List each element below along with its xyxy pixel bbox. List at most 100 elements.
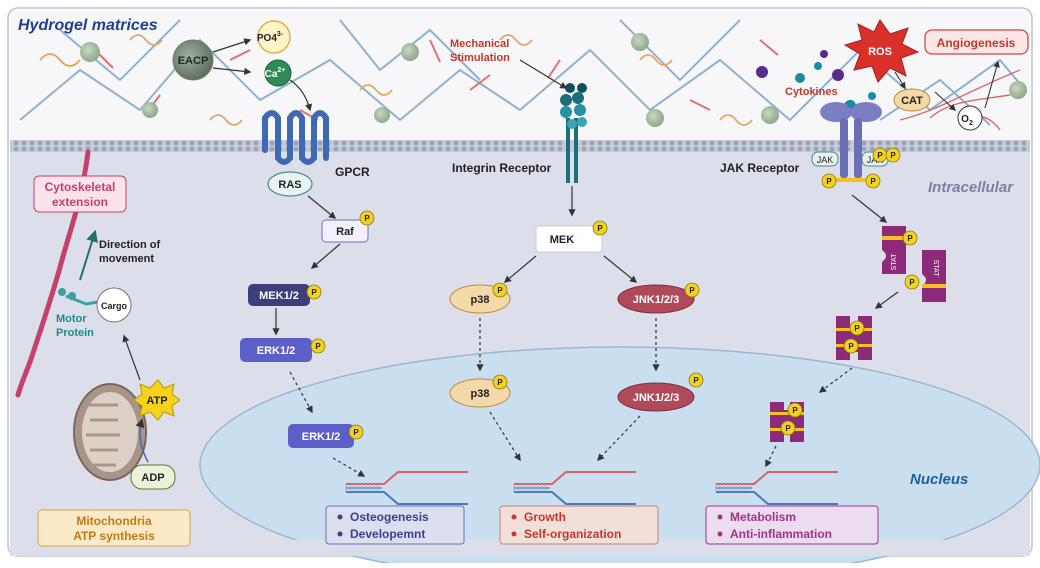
svg-text:Growth: Growth (524, 510, 566, 524)
svg-text:STAT: STAT (932, 260, 939, 278)
angiogenesis-box: Angiogenesis (924, 29, 1029, 55)
svg-text:P: P (311, 288, 317, 297)
phospho-icon: P (592, 220, 608, 236)
svg-text:P: P (826, 177, 832, 186)
mek-node: MEK (535, 225, 603, 253)
oxygen-molecule: O2 (957, 105, 983, 131)
dna-strand (715, 471, 838, 505)
cargo-icon: Cargo (96, 287, 132, 323)
hydrogel-title: Hydrogel matrices (18, 17, 158, 34)
phospho-icon: P (904, 274, 920, 290)
outcome-box-erk: Osteogenesis Developemnt (325, 505, 465, 545)
jak-receptor (820, 100, 882, 178)
svg-text:Osteogenesis: Osteogenesis (350, 510, 429, 524)
dna-strand (513, 471, 636, 505)
svg-text:Developemnt: Developemnt (350, 527, 425, 541)
svg-text:ERK1/2: ERK1/2 (257, 345, 296, 357)
svg-text:STAT: STAT (891, 253, 898, 271)
phospho-icon: P (492, 282, 508, 298)
svg-text:P: P (353, 428, 359, 437)
adp-badge: ADP (130, 464, 176, 490)
mek12-node: MEK1/2 (248, 284, 310, 306)
svg-text:P: P (792, 406, 798, 415)
svg-text:P: P (877, 151, 883, 160)
phospho-icon: P (849, 320, 865, 336)
svg-text:JAK: JAK (817, 155, 834, 165)
svg-text:CAT: CAT (901, 95, 923, 107)
svg-text:PO43-: PO43- (257, 31, 284, 44)
svg-text:P: P (693, 376, 699, 385)
svg-text:Mitochondria: Mitochondria (76, 514, 152, 528)
svg-text:p38: p38 (471, 294, 490, 306)
svg-text:Anti-inflammation: Anti-inflammation (730, 527, 832, 541)
phosphate-ion: PO43- (257, 20, 291, 54)
erk12-nuclear-node: ERK1/2 (288, 424, 354, 448)
svg-text:p38: p38 (471, 388, 490, 400)
dna-strand (345, 471, 468, 505)
svg-text:Metabolism: Metabolism (730, 510, 796, 524)
svg-text:P: P (689, 286, 695, 295)
direction-label-1: Direction of (99, 239, 160, 251)
phospho-icon: P (843, 338, 859, 354)
phospho-icon: P (902, 230, 918, 246)
phospho-icon: P (688, 372, 704, 388)
direction-label-2: movement (99, 253, 154, 265)
intracellular-label: Intracellular (928, 179, 1014, 196)
mitochondria-box: Mitochondria ATP synthesis (37, 509, 191, 547)
mitochondria-icon (73, 383, 147, 481)
svg-text:P: P (497, 286, 503, 295)
ros-star: ROS (843, 19, 920, 83)
svg-text:P: P (364, 214, 370, 223)
svg-text:JNK1/2/3: JNK1/2/3 (633, 392, 679, 404)
jnk-nuclear-node: JNK1/2/3 (617, 382, 695, 412)
calcium-ion: Ca2+ (264, 59, 292, 87)
svg-text:ADP: ADP (141, 472, 164, 484)
eacp-particle: EACP (172, 39, 214, 81)
erk12-node: ERK1/2 (240, 338, 312, 362)
hydrogel-peptides (39, 34, 983, 126)
phospho-icon: P (684, 282, 700, 298)
phospho-icon: P (306, 284, 322, 300)
jnk-node: JNK1/2/3 (617, 284, 695, 314)
stat-monomer-2: STAT (922, 250, 946, 302)
motor-protein-icon (58, 288, 99, 306)
stimulation-label: Stimulation (450, 52, 510, 64)
mechanical-label: Mechanical (450, 38, 509, 50)
gpcr-label: GPCR (335, 165, 370, 179)
svg-text:ROS: ROS (868, 46, 892, 58)
outcome-box-jak: Metabolism Anti-inflammation (705, 505, 879, 545)
nucleus-label: Nucleus (910, 471, 968, 488)
svg-text:JNK1/2/3: JNK1/2/3 (633, 294, 679, 306)
phospho-icon: P (865, 173, 881, 189)
svg-text:extension: extension (52, 195, 108, 209)
phospho-icon: P (787, 402, 803, 418)
svg-text:RAS: RAS (278, 179, 301, 191)
svg-text:P: P (890, 151, 896, 160)
outcome-box-p38-jnk: Growth Self-organization (499, 505, 659, 545)
svg-text:Cargo: Cargo (101, 301, 128, 311)
integrin-label: Integrin Receptor (452, 161, 552, 175)
cytokines-label: Cytokines (785, 86, 838, 98)
phospho-icon: P (492, 374, 508, 390)
svg-text:P: P (909, 278, 915, 287)
cytoskeletal-box: Cytoskeletal extension (33, 175, 127, 213)
svg-text:MEK: MEK (550, 234, 575, 246)
stat-monomer-1: STAT (882, 226, 906, 274)
svg-text:Angiogenesis: Angiogenesis (937, 36, 1016, 50)
svg-text:P: P (315, 342, 321, 351)
eacp-label: EACP (178, 55, 209, 67)
svg-text:ATP: ATP (146, 395, 167, 407)
phospho-icon: P (780, 420, 796, 436)
hydrogel-particles (80, 33, 1027, 127)
phospho-icon: P (885, 147, 901, 163)
integrin-receptor (560, 83, 587, 183)
svg-text:P: P (785, 424, 791, 433)
motor-label-1: Motor (56, 313, 87, 325)
atp-badge: ATP (133, 379, 181, 421)
svg-text:P: P (907, 234, 913, 243)
phospho-icon: P (821, 173, 837, 189)
svg-text:Self-organization: Self-organization (524, 527, 621, 541)
